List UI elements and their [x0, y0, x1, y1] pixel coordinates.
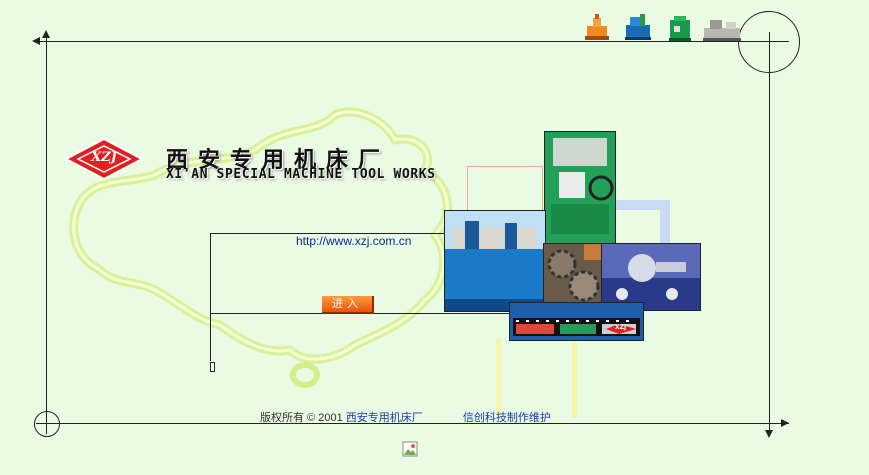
xzj-logo — [64, 137, 144, 181]
photo-green-machine — [544, 131, 616, 245]
broken-image-icon — [402, 441, 418, 457]
frame-arrow-left — [32, 37, 40, 45]
frame-arrow-top — [42, 30, 50, 38]
corner-circle-bottom-left — [34, 411, 60, 437]
machine-thumb-orange-icon[interactable] — [584, 14, 610, 42]
frame-right-line — [769, 32, 770, 434]
machine-thumb-blue-icon[interactable] — [624, 12, 652, 42]
enter-button[interactable]: 进入 — [322, 296, 374, 314]
frame-arrow-right — [781, 419, 789, 427]
photo-workpiece — [601, 243, 701, 311]
content-box-stub — [210, 313, 211, 361]
frame-top-line — [36, 41, 789, 42]
photo-gears — [543, 243, 603, 305]
accent-outline-box — [467, 166, 543, 212]
footer: 版权所有 © 2001 西安专用机床厂 信创科技制作维护 — [260, 409, 551, 425]
machine-thumb-gray-icon[interactable] — [702, 14, 742, 44]
site-url-link[interactable]: http://www.xzj.com.cn — [296, 234, 412, 248]
film-strip — [509, 302, 644, 341]
footer-copyright: 版权所有 © 2001 — [260, 412, 343, 424]
frame-left-line — [46, 32, 47, 434]
corner-circle-top-right — [738, 11, 800, 73]
photo-blue-machine — [444, 210, 546, 312]
logo-text: XZJ — [91, 150, 117, 165]
film-strip-label: XZJ — [615, 324, 627, 331]
accent-bar-blue-2 — [660, 200, 670, 244]
accent-bar-yellow — [496, 338, 501, 418]
content-box-marker — [210, 362, 215, 372]
machine-thumb-green-icon[interactable] — [668, 14, 692, 42]
footer-maker-link[interactable]: 信创科技制作维护 — [462, 412, 551, 424]
frame-arrow-bottom — [765, 430, 773, 438]
company-name-cn: 西安专用机床厂 — [166, 147, 391, 173]
accent-bar-yellow-2 — [572, 338, 577, 418]
company-name-en: XI'AN SPECIAL MACHINE TOOL WORKS — [166, 167, 436, 182]
china-map-outline — [69, 107, 452, 388]
footer-company-link[interactable]: 西安专用机床厂 — [345, 412, 423, 424]
frame-bottom-line — [36, 423, 789, 424]
accent-bar-blue — [614, 200, 670, 210]
content-box-left — [210, 233, 211, 313]
content-box-top — [210, 233, 444, 234]
